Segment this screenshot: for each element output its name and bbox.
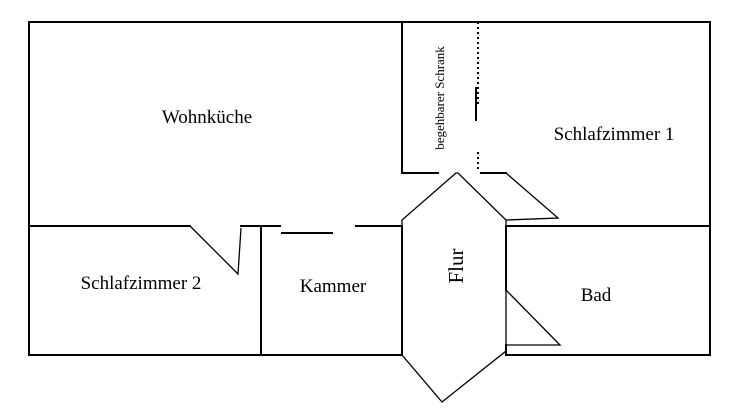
label-schlafzimmer2: Schlafzimmer 2 [81, 273, 202, 294]
door-schlafzimmer2 [189, 225, 242, 276]
door-bad [505, 289, 562, 346]
door-schlafzimmer1 [505, 172, 560, 221]
label-kammer: Kammer [300, 276, 367, 297]
hallway-arrow [401, 172, 507, 403]
label-wohnkueche: Wohnküche [162, 107, 252, 128]
outer-walls [28, 21, 711, 356]
doors [189, 87, 562, 346]
label-bad: Bad [581, 285, 612, 306]
label-flur: Flur [444, 248, 468, 283]
label-schrank: begehbarer Schrank [432, 46, 447, 150]
label-schlafzimmer1: Schlafzimmer 1 [554, 124, 675, 145]
